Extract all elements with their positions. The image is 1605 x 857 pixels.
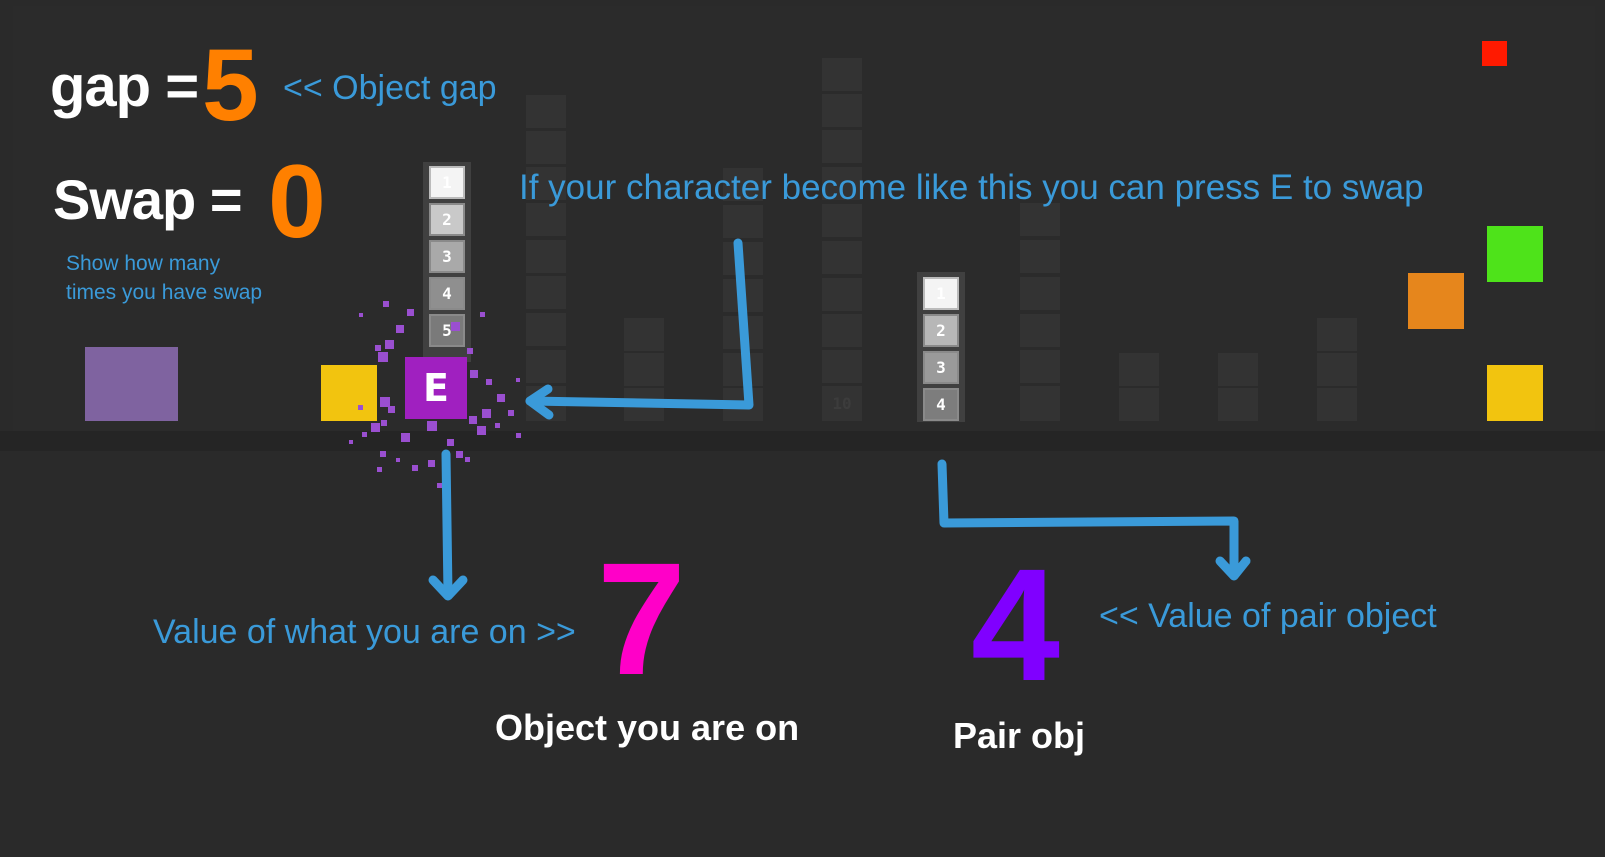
pair-caption: Pair obj [953,715,1086,756]
arrow-to-value-on [441,449,453,599]
pair-tile: 3 [923,351,959,384]
swap-note-line1: Show how many [66,252,221,275]
yellow-block-right [1487,365,1543,421]
arrow-to-pair-value-head [1215,556,1251,581]
gap-note: << Object gap [283,69,497,107]
exit-marker [1482,41,1507,66]
pair-value-label: << Value of pair object [1099,597,1437,635]
arrow-to-pair-value [937,459,1239,573]
object-on-caption: Object you are on [495,707,800,748]
green-block [1487,226,1543,282]
stack-tile: 3 [429,240,465,273]
gap-value: 5 [202,28,259,142]
arrow-to-character [525,238,754,410]
pair-tile: 2 [923,314,959,347]
orange-block [1408,273,1464,329]
swap-value: 0 [268,144,326,260]
value-on-number: 7 [597,529,686,708]
pair-value-number: 4 [971,535,1060,714]
player-character: E [405,357,467,419]
value-on-label: Value of what you are on >> [153,613,576,651]
stack-tile: 2 [429,203,465,236]
purple-block [85,347,178,421]
arrow-to-character-head [525,384,554,420]
pair-tile: 4 [923,388,959,421]
swap-instruction: If your character become like this you c… [519,168,1424,207]
swap-label: Swap = [53,168,243,231]
swap-key-label: E [423,366,449,410]
stack-tile: 4 [429,277,465,310]
arrow-to-value-on-head [428,575,468,601]
pair-tile: 1 [923,277,959,310]
swap-note-line2: times you have swap [66,281,263,304]
yellow-block-left [321,365,377,421]
stack-tile: 1 [429,166,465,199]
ghost-tile-ten: 10 [822,386,862,421]
gap-label: gap = [50,54,199,119]
